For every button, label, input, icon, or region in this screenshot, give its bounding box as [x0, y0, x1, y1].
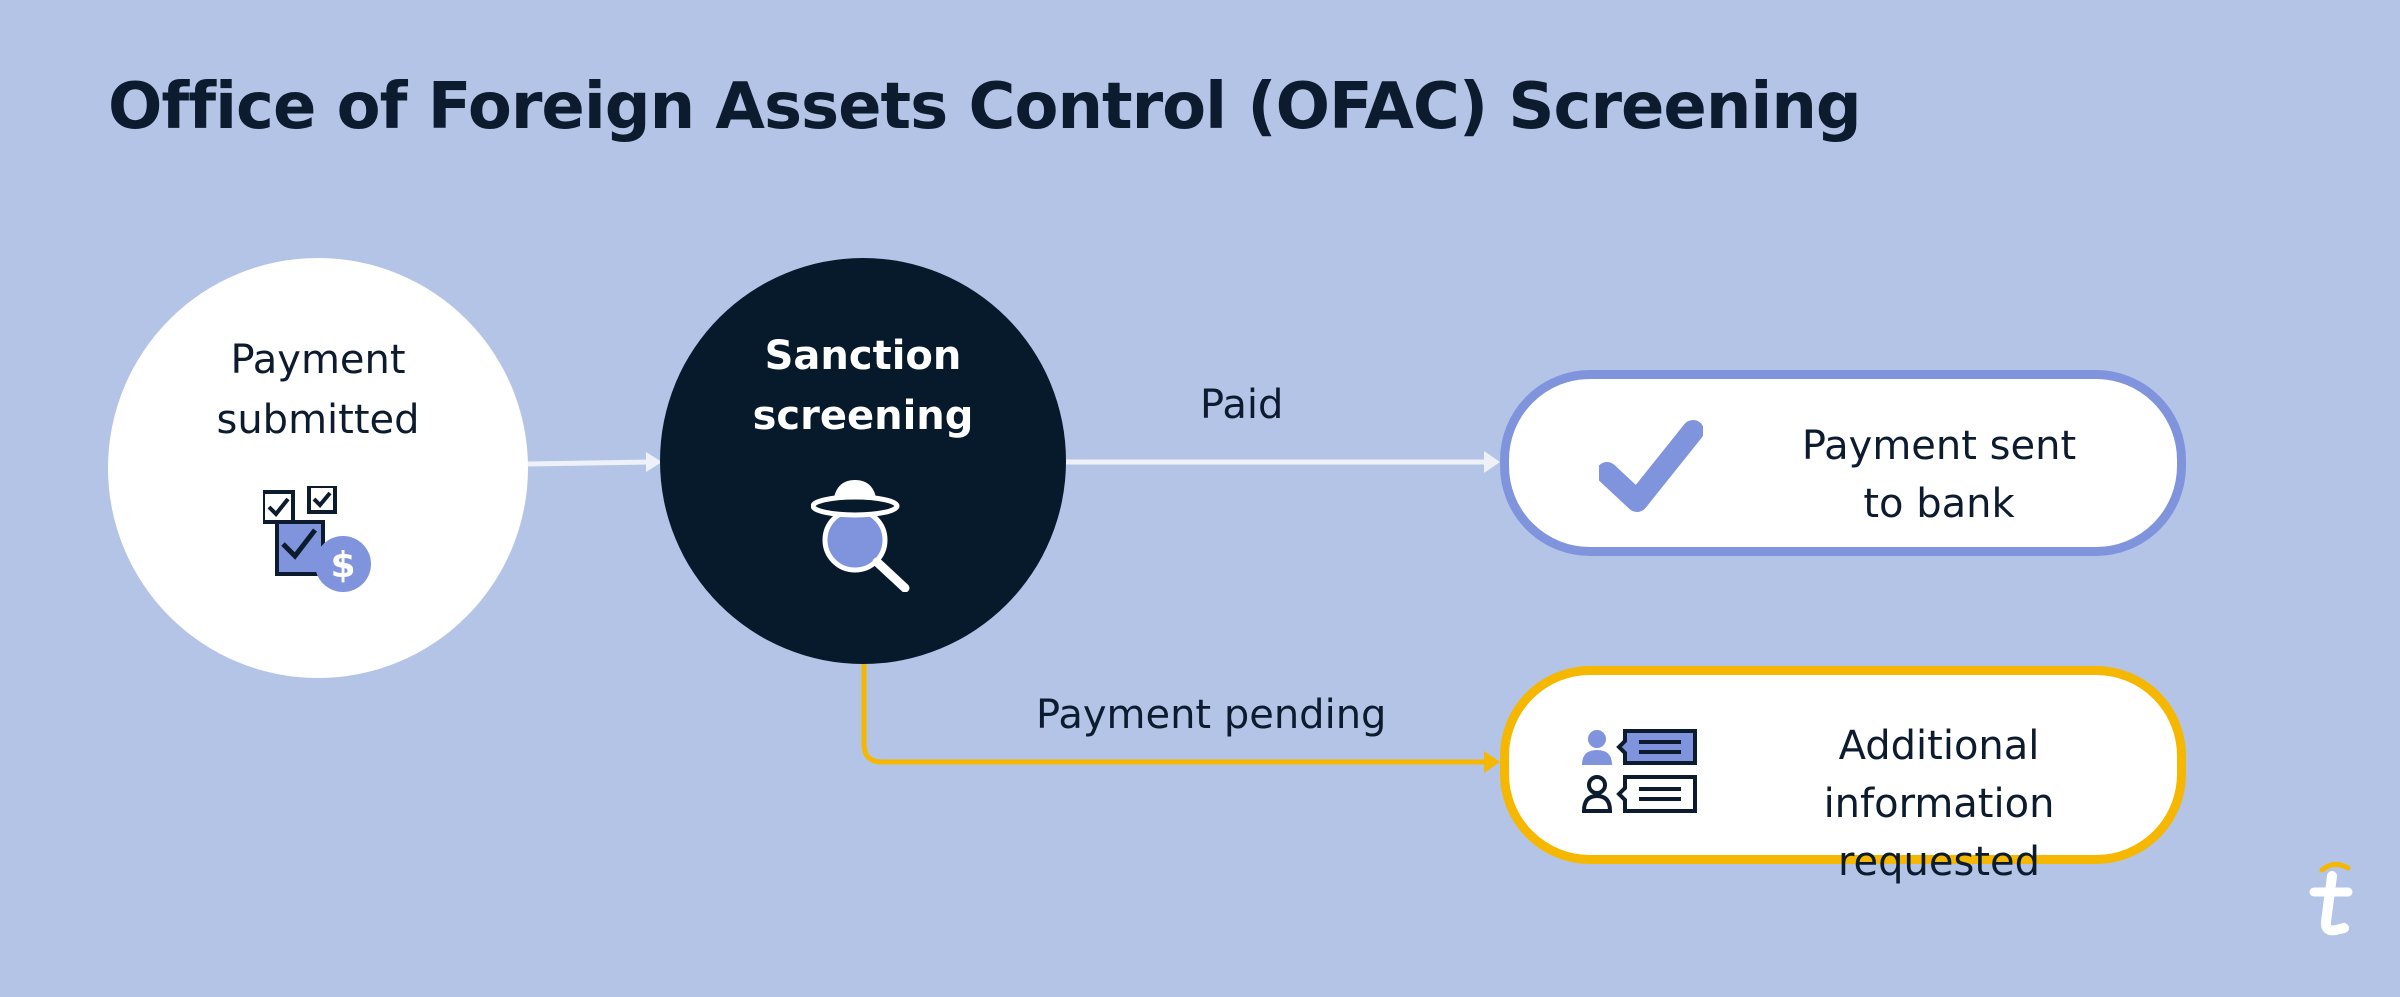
- node-label-payment-sent: Payment sent to bank: [1801, 423, 2077, 527]
- connector-submitted-to-screening: [527, 459, 651, 467]
- node-additional-information: Additional information requested: [1500, 666, 2186, 885]
- arrowhead-paid: [1484, 451, 1500, 473]
- node-label-payment-submitted: Payment submitted: [216, 337, 420, 443]
- node-sanction-screening: Sanction screening: [660, 258, 1066, 664]
- edge-label-payment-pending: Payment pending: [1036, 692, 1387, 738]
- checkmark-icon: [1599, 420, 1703, 512]
- node-payment-submitted: Payment submitted $: [108, 258, 528, 678]
- edge-label-paid: Paid: [1200, 382, 1284, 428]
- node-payment-sent: Payment sent to bank: [1500, 370, 2186, 556]
- node-label-sanction-screening: Sanction screening: [752, 333, 974, 439]
- arrowhead-pending: [1484, 751, 1500, 773]
- arrowhead-screening: [646, 452, 662, 472]
- node-label-additional-information: Additional information requested: [1823, 723, 2055, 885]
- detective-magnifier-icon: [811, 480, 910, 592]
- page-title: Office of Foreign Assets Control (OFAC) …: [108, 70, 1862, 144]
- svg-text:$: $: [330, 545, 355, 586]
- checklist-dollar-icon: $: [263, 486, 371, 592]
- brand-logo-icon: [2309, 862, 2353, 936]
- user-message-icon: [1581, 729, 1697, 813]
- connector-pending: [861, 664, 1486, 765]
